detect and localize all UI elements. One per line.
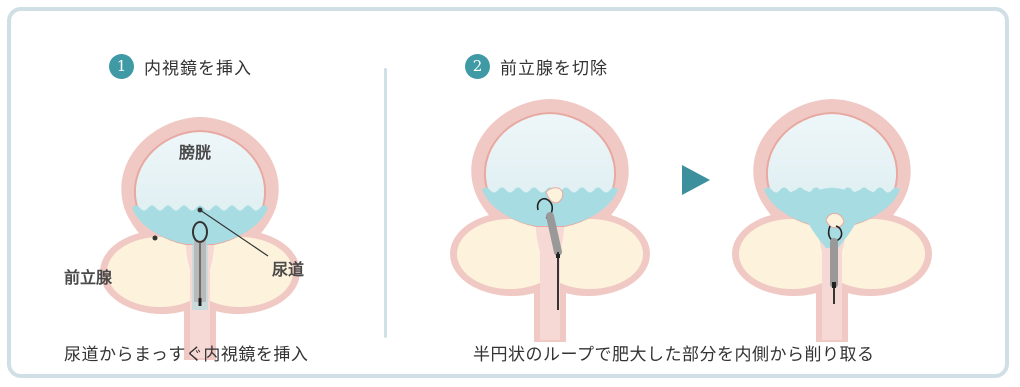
step-2-number-badge: 2 xyxy=(465,54,490,79)
step-2-caption: 半円状のループで肥大した部分を内側から削り取る xyxy=(473,345,875,365)
step-1-header: 1 内視鏡を挿入 xyxy=(109,54,252,79)
step-2-title: 前立腺を切除 xyxy=(500,59,608,79)
label-prostate: 前立腺 xyxy=(64,268,113,287)
play-arrow-icon xyxy=(682,165,710,195)
step-2-header: 2 前立腺を切除 xyxy=(465,54,608,79)
label-bladder: 膀胱 xyxy=(179,143,211,162)
anatomy-step-2-after xyxy=(731,98,933,343)
step-1-caption: 尿道からまっすぐ内視鏡を挿入 xyxy=(64,345,309,365)
step-1-title: 内視鏡を挿入 xyxy=(144,59,252,79)
step-1-number-badge: 1 xyxy=(109,54,134,79)
label-urethra: 尿道 xyxy=(272,260,304,279)
anatomy-step-2-before xyxy=(449,98,651,343)
panel-divider xyxy=(384,68,387,338)
anatomy-step-1 xyxy=(99,116,301,361)
